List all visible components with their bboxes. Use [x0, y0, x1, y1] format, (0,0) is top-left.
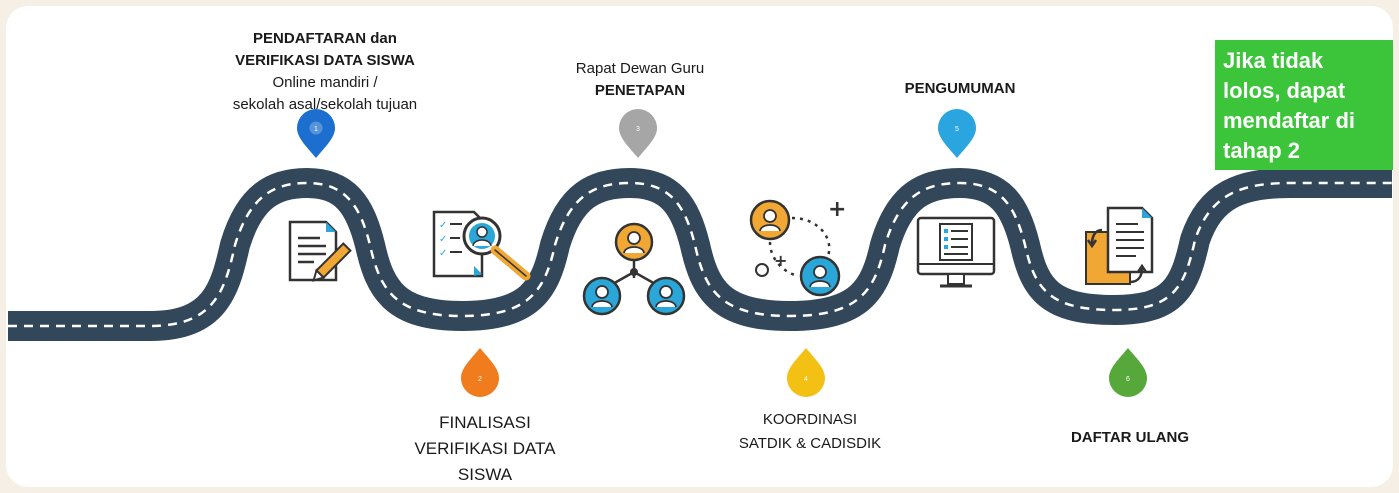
svg-text:+: +	[774, 251, 787, 270]
pin-1-number: 1	[314, 126, 318, 133]
step-5-line1: PENGUMUMAN	[904, 80, 1016, 97]
step-3-line1: Rapat Dewan Guru	[575, 60, 705, 77]
svg-text:+: +	[828, 197, 846, 222]
step-2-line3: SISWA	[457, 465, 513, 484]
svg-text:✓: ✓	[439, 220, 447, 231]
step-5-label: PENGUMUMAN	[860, 78, 1060, 100]
pin-2-icon: 2	[461, 348, 499, 397]
pin-3-icon: 3	[619, 109, 657, 158]
document-pencil-icon	[288, 220, 352, 282]
step-1-title-line2: VERIFIKASI DATA SISWA	[235, 52, 415, 69]
step-1-sub-line2: sekolah asal/sekolah tujuan	[232, 96, 418, 113]
step-2-line2: VERIFIKASI DATA	[414, 439, 556, 458]
note-line1: Jika tidak	[1223, 48, 1324, 73]
stage-2-note: Jika tidak lolos, dapat mendaftar di tah…	[1215, 40, 1393, 170]
winding-road	[8, 167, 1392, 341]
step-3-label: Rapat Dewan Guru PENETAPAN	[540, 58, 740, 102]
step-4-label: KOORDINASI SATDIK & CADISDIK	[710, 408, 910, 456]
step-1-label: PENDAFTARAN dan VERIFIKASI DATA SISWA On…	[195, 28, 455, 116]
people-connection-icon: + +	[749, 197, 846, 297]
document-exchange-icon	[1085, 206, 1154, 285]
step-2-label: FINALISASI VERIFIKASI DATA SISWA	[375, 410, 595, 488]
pin-5-number: 5	[955, 126, 959, 133]
pin-3-number: 3	[636, 126, 640, 133]
pin-6-number: 6	[1126, 376, 1130, 383]
note-line2: lolos, dapat	[1223, 78, 1346, 103]
pin-5-icon: 5	[938, 109, 976, 158]
step-6-line1: DAFTAR ULANG	[1070, 429, 1190, 446]
note-line3: mendaftar di	[1223, 108, 1356, 133]
svg-text:✓: ✓	[439, 234, 447, 245]
note-line4: tahap 2	[1223, 138, 1301, 163]
pin-2-number: 2	[478, 376, 482, 383]
pin-4-icon: 4	[787, 348, 825, 397]
pin-1-icon: 1	[297, 109, 335, 158]
road-center-dashes	[8, 181, 1392, 328]
monitor-announcement-icon	[916, 216, 996, 288]
checklist-magnifier-icon: ✓ ✓ ✓	[432, 210, 531, 281]
step-4-line1: KOORDINASI	[762, 411, 858, 428]
step-1-sub-line1: Online mandiri /	[272, 74, 378, 91]
step-6-label: DAFTAR ULANG	[1030, 427, 1230, 449]
svg-text:✓: ✓	[439, 248, 447, 259]
step-3-line2: PENETAPAN	[594, 82, 686, 99]
team-hierarchy-icon	[582, 222, 686, 316]
pin-6-icon: 6	[1109, 348, 1147, 397]
step-4-line2: SATDIK & CADISDIK	[738, 435, 882, 452]
step-1-title-line1: PENDAFTARAN dan	[253, 30, 397, 47]
pin-4-number: 4	[804, 376, 808, 383]
step-2-line1: FINALISASI	[439, 413, 531, 432]
